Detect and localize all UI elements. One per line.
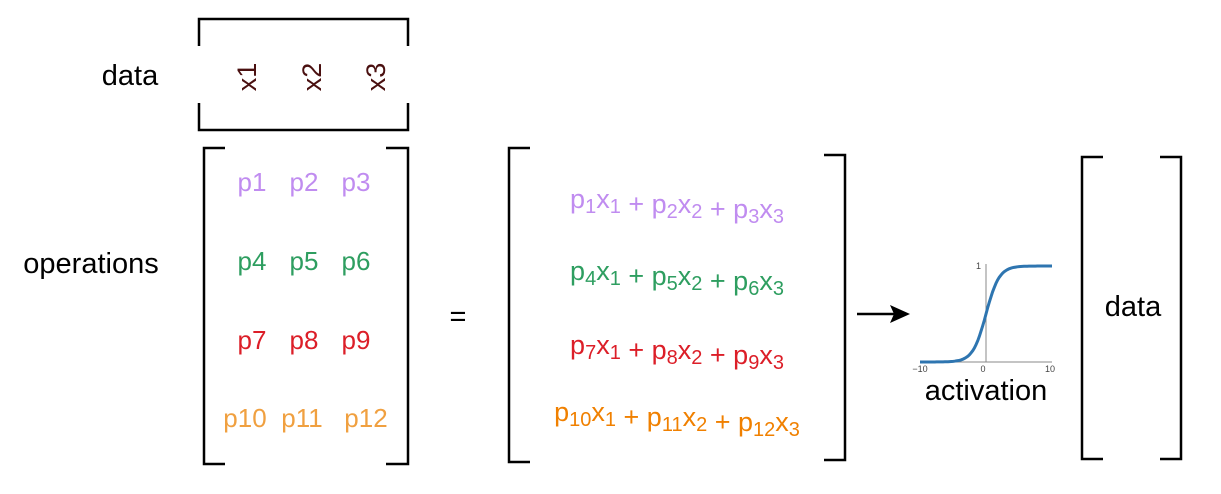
data-vector-item: x3 [361,63,391,92]
arrow-icon [890,305,910,323]
tick-x-zero: 0 [980,364,985,374]
output-data-label: data [1105,291,1162,323]
result-bracket-right [824,153,847,462]
result-bracket-left [507,146,530,464]
operations-bracket-right [386,146,410,466]
operations-cell: p3 [342,167,371,197]
operations-bracket-left [202,146,225,466]
operations-cell: p11 [281,403,322,433]
result-matrix: p1x1 + p2x2 + p3x3 p4x1 + p5x2 + p6x3 p7x1… [554,184,800,441]
operations-cell: p12 [344,403,387,433]
data-label: data [102,60,159,92]
operations-cell: p4 [238,246,267,276]
sigmoid-curve [920,264,1052,364]
result-row: p7x1 + p8x2 + p9x3 [570,330,784,374]
data-vector-item: x2 [297,63,327,92]
operations-cell: p5 [290,246,319,276]
data-vector-bracket-bottom [197,103,410,132]
activation-label: activation [925,375,1048,407]
equals-sign: = [450,301,467,333]
operations-cell: p6 [342,246,371,276]
tick-x-max: 10 [1045,364,1055,374]
tick-y-top: 1 [976,261,981,271]
operations-cell: p2 [290,167,319,197]
tick-x-min: −10 [912,364,927,374]
output-bracket-left [1080,155,1103,461]
operations-cell: p1 [238,167,267,197]
operations-matrix: p1 p2 p3 p4 p5 p6 p7 p8 p9 p10 p11 p12 [223,167,387,433]
operations-label: operations [23,248,158,280]
output-bracket-right [1160,155,1183,461]
result-row: p1x1 + p2x2 + p3x3 [570,184,784,228]
data-vector: x1 x2 x3 [232,63,391,92]
activation-plot: −10 0 10 1 [912,261,1055,374]
result-row: p10x1 + p11x2 + p12x3 [554,397,800,441]
data-vector-item: x1 [232,63,262,92]
data-vector-bracket-top [197,17,410,46]
operations-cell: p7 [238,325,267,355]
result-row: p4x1 + p5x2 + p6x3 [570,256,784,300]
operations-cell: p9 [342,325,371,355]
operations-cell: p10 [223,403,266,433]
operations-cell: p8 [290,325,319,355]
